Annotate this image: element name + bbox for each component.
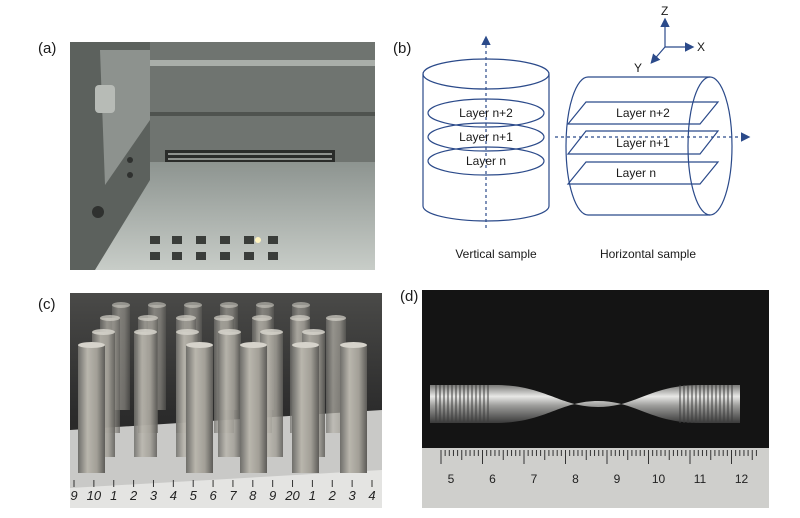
panel-label-c: (c)	[38, 296, 56, 313]
panel-a-photo	[70, 42, 375, 270]
rod-top	[176, 329, 199, 335]
ruler-c-number: 1	[110, 488, 117, 503]
rod-top	[214, 315, 234, 321]
ruler-d-number: 12	[735, 472, 749, 486]
ruler-c-number: 3	[349, 488, 357, 503]
vertical-sample-caption: Vertical sample	[455, 247, 537, 261]
axis-triad	[650, 17, 695, 64]
ruler-d: 5 6 7 8 9 10 11 12	[440, 450, 757, 486]
ruler-d-number: 6	[489, 472, 496, 486]
ruler-c-number: 8	[249, 488, 257, 503]
ruler-c-number: 9	[269, 488, 276, 503]
panel-b-diagram	[422, 17, 751, 228]
layer-plane-top	[566, 101, 720, 125]
ruler-c-number: 2	[129, 488, 138, 503]
rod-top	[134, 329, 157, 335]
ruler-c-number: 9	[70, 488, 77, 503]
rod-top	[78, 342, 105, 348]
rod-top	[220, 302, 238, 308]
ruler-c-number: 1	[309, 488, 316, 503]
ruler-c-number: 10	[87, 488, 102, 503]
rod-top	[302, 329, 325, 335]
ruler-d-number: 8	[572, 472, 579, 486]
rod-top	[184, 302, 202, 308]
axis-label-x: X	[697, 40, 705, 54]
rod	[186, 345, 213, 473]
rod-top	[186, 342, 213, 348]
ruler-c-number: 20	[284, 488, 300, 503]
rod	[218, 332, 241, 457]
rod-top	[240, 342, 267, 348]
rod-top	[92, 329, 115, 335]
ruler-c-number: 4	[170, 488, 177, 503]
rod-top	[290, 315, 310, 321]
ruler-c-number: 2	[328, 488, 337, 503]
ruler-d-number: 10	[652, 472, 666, 486]
ruler-d-number: 11	[694, 472, 707, 486]
horizontal-layer-label-2: Layer n	[616, 166, 656, 180]
panel-d-photo: 5 6 7 8 9 10 11 12	[422, 290, 769, 508]
rod-top	[100, 315, 120, 321]
vertical-layer-label-2: Layer n	[466, 154, 506, 168]
rod-top	[260, 329, 283, 335]
rod-top	[176, 315, 196, 321]
rod	[292, 345, 319, 473]
axis-label-z: Z	[661, 4, 668, 18]
ruler-c-number: 4	[368, 488, 375, 503]
rod	[340, 345, 367, 473]
rod-top	[256, 302, 274, 308]
rod-top	[218, 329, 241, 335]
vertical-layer-label-1: Layer n+1	[459, 130, 513, 144]
rod-top	[112, 302, 130, 308]
rod	[78, 345, 105, 473]
rod-top	[340, 342, 367, 348]
rod-top	[138, 315, 158, 321]
panel-label-d: (d)	[400, 288, 419, 305]
dogbone-specimen	[430, 385, 740, 423]
rod-top	[292, 342, 319, 348]
horizontal-sample-caption: Horizontal sample	[600, 247, 696, 261]
ruler-c-number: 7	[229, 488, 237, 503]
vertical-cylinder	[422, 35, 550, 228]
rod-top	[252, 315, 272, 321]
rod	[134, 332, 157, 457]
ruler-d-number: 9	[614, 472, 621, 486]
ruler-c-number: 3	[150, 488, 158, 503]
vertical-layer-label-0: Layer n+2	[459, 106, 513, 120]
ruler-c-number: 5	[190, 488, 198, 503]
panel-label-a: (a)	[38, 40, 57, 57]
layer-plane-mid	[566, 130, 720, 155]
rod-top	[292, 302, 310, 308]
axis-label-y: Y	[634, 61, 642, 75]
rod-array	[78, 302, 367, 473]
horizontal-layer-label-0: Layer n+2	[616, 106, 670, 120]
ruler-d-number: 7	[531, 472, 538, 486]
layer-plane-bottom	[566, 161, 720, 185]
panel-label-b: (b)	[393, 40, 412, 57]
rod-top	[148, 302, 166, 308]
horizontal-layer-label-1: Layer n+1	[616, 136, 670, 150]
rod-top	[326, 315, 346, 321]
ruler-d-number: 5	[448, 472, 455, 486]
horizontal-cylinder	[555, 76, 751, 216]
ruler-c-number: 6	[209, 488, 217, 503]
rod	[240, 345, 267, 473]
